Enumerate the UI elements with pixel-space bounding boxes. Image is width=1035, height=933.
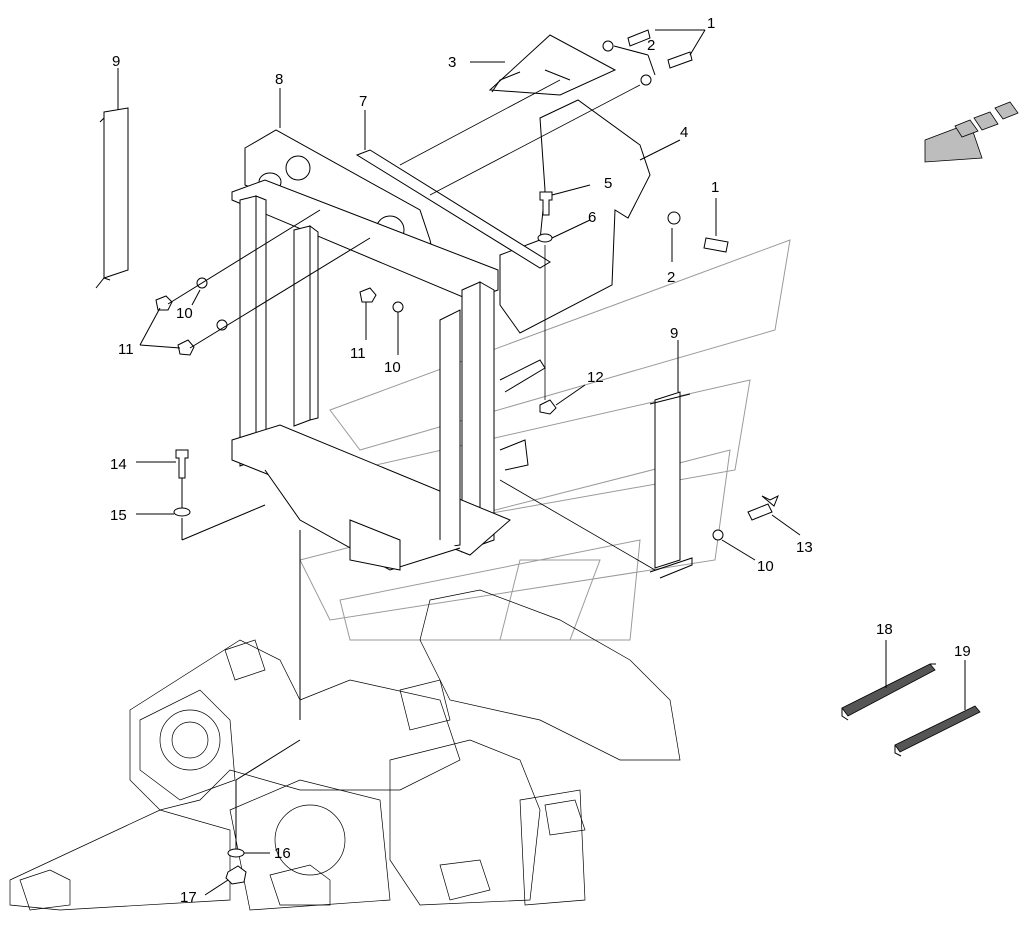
callout-13: 13	[796, 539, 813, 556]
callout-12: 12	[587, 369, 604, 386]
callout-2: 2	[667, 269, 675, 286]
callout-19: 19	[954, 643, 971, 660]
callout-10: 10	[757, 558, 774, 575]
callout-16: 16	[274, 845, 291, 862]
callout-5: 5	[604, 175, 612, 192]
callout-1: 1	[707, 15, 715, 32]
callout-17: 17	[180, 889, 197, 906]
callout-11: 11	[350, 345, 366, 362]
part-8-frame	[231, 88, 546, 571]
bolt-5	[537, 184, 591, 243]
callout-2: 2	[647, 37, 655, 54]
leader-3	[399, 79, 561, 166]
callout-3: 3	[448, 54, 456, 71]
bolt-13-washer-10-right	[712, 494, 801, 561]
callout-6: 6	[588, 209, 596, 226]
callout-14: 14	[110, 456, 127, 473]
callout-10: 10	[176, 305, 193, 322]
callout-8: 8	[275, 71, 283, 88]
part-3-bracket	[470, 34, 617, 96]
bolt-1-right	[667, 198, 729, 262]
direction-arrow-icon	[924, 101, 1019, 163]
nut-12	[539, 384, 586, 415]
nuts-11-washers-10-left	[139, 209, 371, 356]
leader-9	[499, 479, 656, 571]
callout-9: 9	[112, 53, 120, 70]
leader-2	[429, 84, 641, 196]
part-9-left-strip	[95, 68, 129, 289]
nut-11-washer-10-center	[359, 287, 404, 355]
bolt-1-top	[602, 29, 706, 86]
part-19-rail	[894, 660, 981, 757]
callout-7: 7	[359, 93, 367, 110]
callout-9: 9	[670, 325, 678, 342]
callout-1: 1	[711, 179, 719, 196]
washer-16-nut-17	[204, 530, 301, 896]
callout-10: 10	[384, 359, 401, 376]
part-7-bar	[355, 110, 551, 269]
callout-18: 18	[876, 621, 893, 638]
callout-15: 15	[110, 507, 127, 524]
callout-11: 11	[118, 341, 134, 358]
part-18-rail	[841, 640, 936, 721]
part-9-right-strap	[649, 340, 693, 579]
callout-4: 4	[680, 124, 688, 141]
tractor-chassis	[9, 589, 681, 911]
bolt-14-washer-15	[136, 449, 266, 541]
